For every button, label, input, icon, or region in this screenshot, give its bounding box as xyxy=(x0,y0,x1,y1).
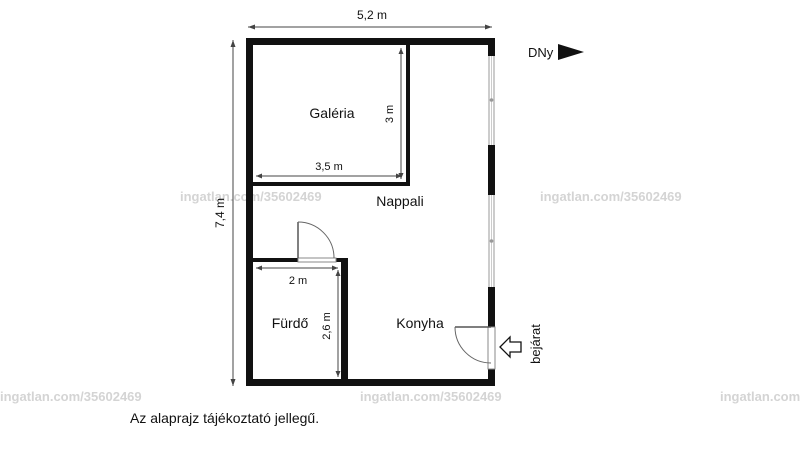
watermark: ingatlan.com/35602469 xyxy=(360,389,502,404)
wall-top xyxy=(246,38,495,45)
room-label-konyha: Konyha xyxy=(396,315,444,331)
left-dimension xyxy=(230,40,236,386)
entrance-door xyxy=(454,326,496,370)
top-dimension xyxy=(248,24,492,30)
entrance-label: bejárat xyxy=(528,324,543,364)
left-height-label: 7,4 m xyxy=(213,198,227,228)
galeria-width-label: 3,5 m xyxy=(315,161,343,173)
galeria-dimensions xyxy=(256,48,404,179)
furdo-walls xyxy=(253,258,348,386)
orientation-label: DNy xyxy=(528,45,554,60)
disclaimer-text: Az alaprajz tájékoztató jellegű. xyxy=(130,410,320,426)
room-label-nappali: Nappali xyxy=(376,193,423,209)
bathroom-door xyxy=(297,221,337,263)
room-label-furdo: Fürdő xyxy=(272,315,309,331)
room-label-galeria: Galéria xyxy=(309,105,354,121)
watermarks: ingatlan.com/35602469 ingatlan.com/35602… xyxy=(0,189,800,404)
wall-right-segment xyxy=(488,145,495,195)
wall-right-segment xyxy=(488,38,495,56)
entrance-arrow-icon xyxy=(499,335,522,359)
watermark: ingatlan.com/35602469 xyxy=(720,389,800,404)
orientation-arrow-icon xyxy=(558,44,584,60)
wall-bottom xyxy=(246,379,495,386)
wall-left xyxy=(246,38,253,386)
galeria-outline xyxy=(253,45,410,186)
furdo-width-label: 2 m xyxy=(289,275,307,287)
furdo-dimensions xyxy=(256,265,341,377)
windows xyxy=(488,56,495,287)
top-width-label: 5,2 m xyxy=(357,8,387,22)
wall-right-segment xyxy=(488,287,495,327)
watermark: ingatlan.com/35602469 xyxy=(540,189,682,204)
galeria-height-label: 3 m xyxy=(384,105,396,123)
wall-right-segment xyxy=(488,369,495,386)
furdo-height-label: 2,6 m xyxy=(321,312,333,340)
walls xyxy=(246,38,495,386)
watermark: ingatlan.com/35602469 xyxy=(0,389,142,404)
